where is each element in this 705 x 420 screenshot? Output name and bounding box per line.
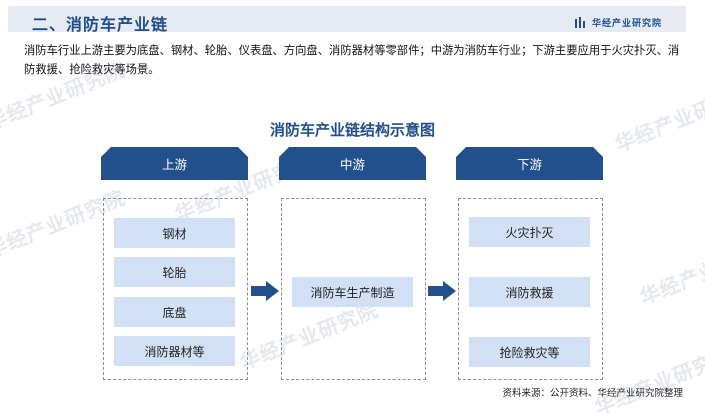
right-arrow-icon [428, 281, 456, 301]
brand: 华经产业研究院 [574, 16, 662, 29]
upstream-item: 消防器材等 [114, 336, 235, 366]
midstream-item: 消防车生产制造 [292, 277, 413, 307]
stage-header-upstream: 上游 [101, 147, 248, 180]
watermark: 华经产业研究院 [611, 79, 705, 157]
stage-box-midstream: 消防车生产制造 [281, 198, 426, 380]
upstream-item: 钢材 [114, 218, 235, 248]
brand-name: 华经产业研究院 [591, 19, 662, 29]
brand-logo-icon [574, 17, 587, 28]
downstream-item: 火灾扑灭 [469, 217, 590, 247]
right-arrow-icon [251, 281, 279, 301]
page-title: 二、消防车产业链 [32, 15, 169, 34]
stage-header-midstream: 中游 [279, 147, 426, 180]
watermark: 华经产业研究院 [591, 342, 705, 420]
downstream-item: 消防救援 [469, 277, 590, 307]
watermark: 华经产业研究院 [636, 232, 705, 310]
diagram-title: 消防车产业链结构示意图 [269, 121, 435, 139]
header-bar: 二、消防车产业链 华经产业研究院 [8, 6, 686, 34]
upstream-item: 轮胎 [114, 257, 235, 287]
stage-box-upstream: 钢材 轮胎 底盘 消防器材等 [103, 198, 248, 380]
stage-header-downstream: 下游 [456, 147, 603, 180]
intro-paragraph: 消防车行业上游主要为底盘、钢材、轮胎、仪表盘、方向盘、消防器材等零部件；中游为消… [24, 44, 680, 76]
downstream-item: 抢险救灾等 [469, 337, 590, 367]
upstream-item: 底盘 [114, 297, 235, 327]
source-note: 资料来源：公开资料、华经产业研究院整理 [502, 388, 683, 399]
stage-box-downstream: 火灾扑灭 消防救援 抢险救灾等 [458, 198, 603, 380]
